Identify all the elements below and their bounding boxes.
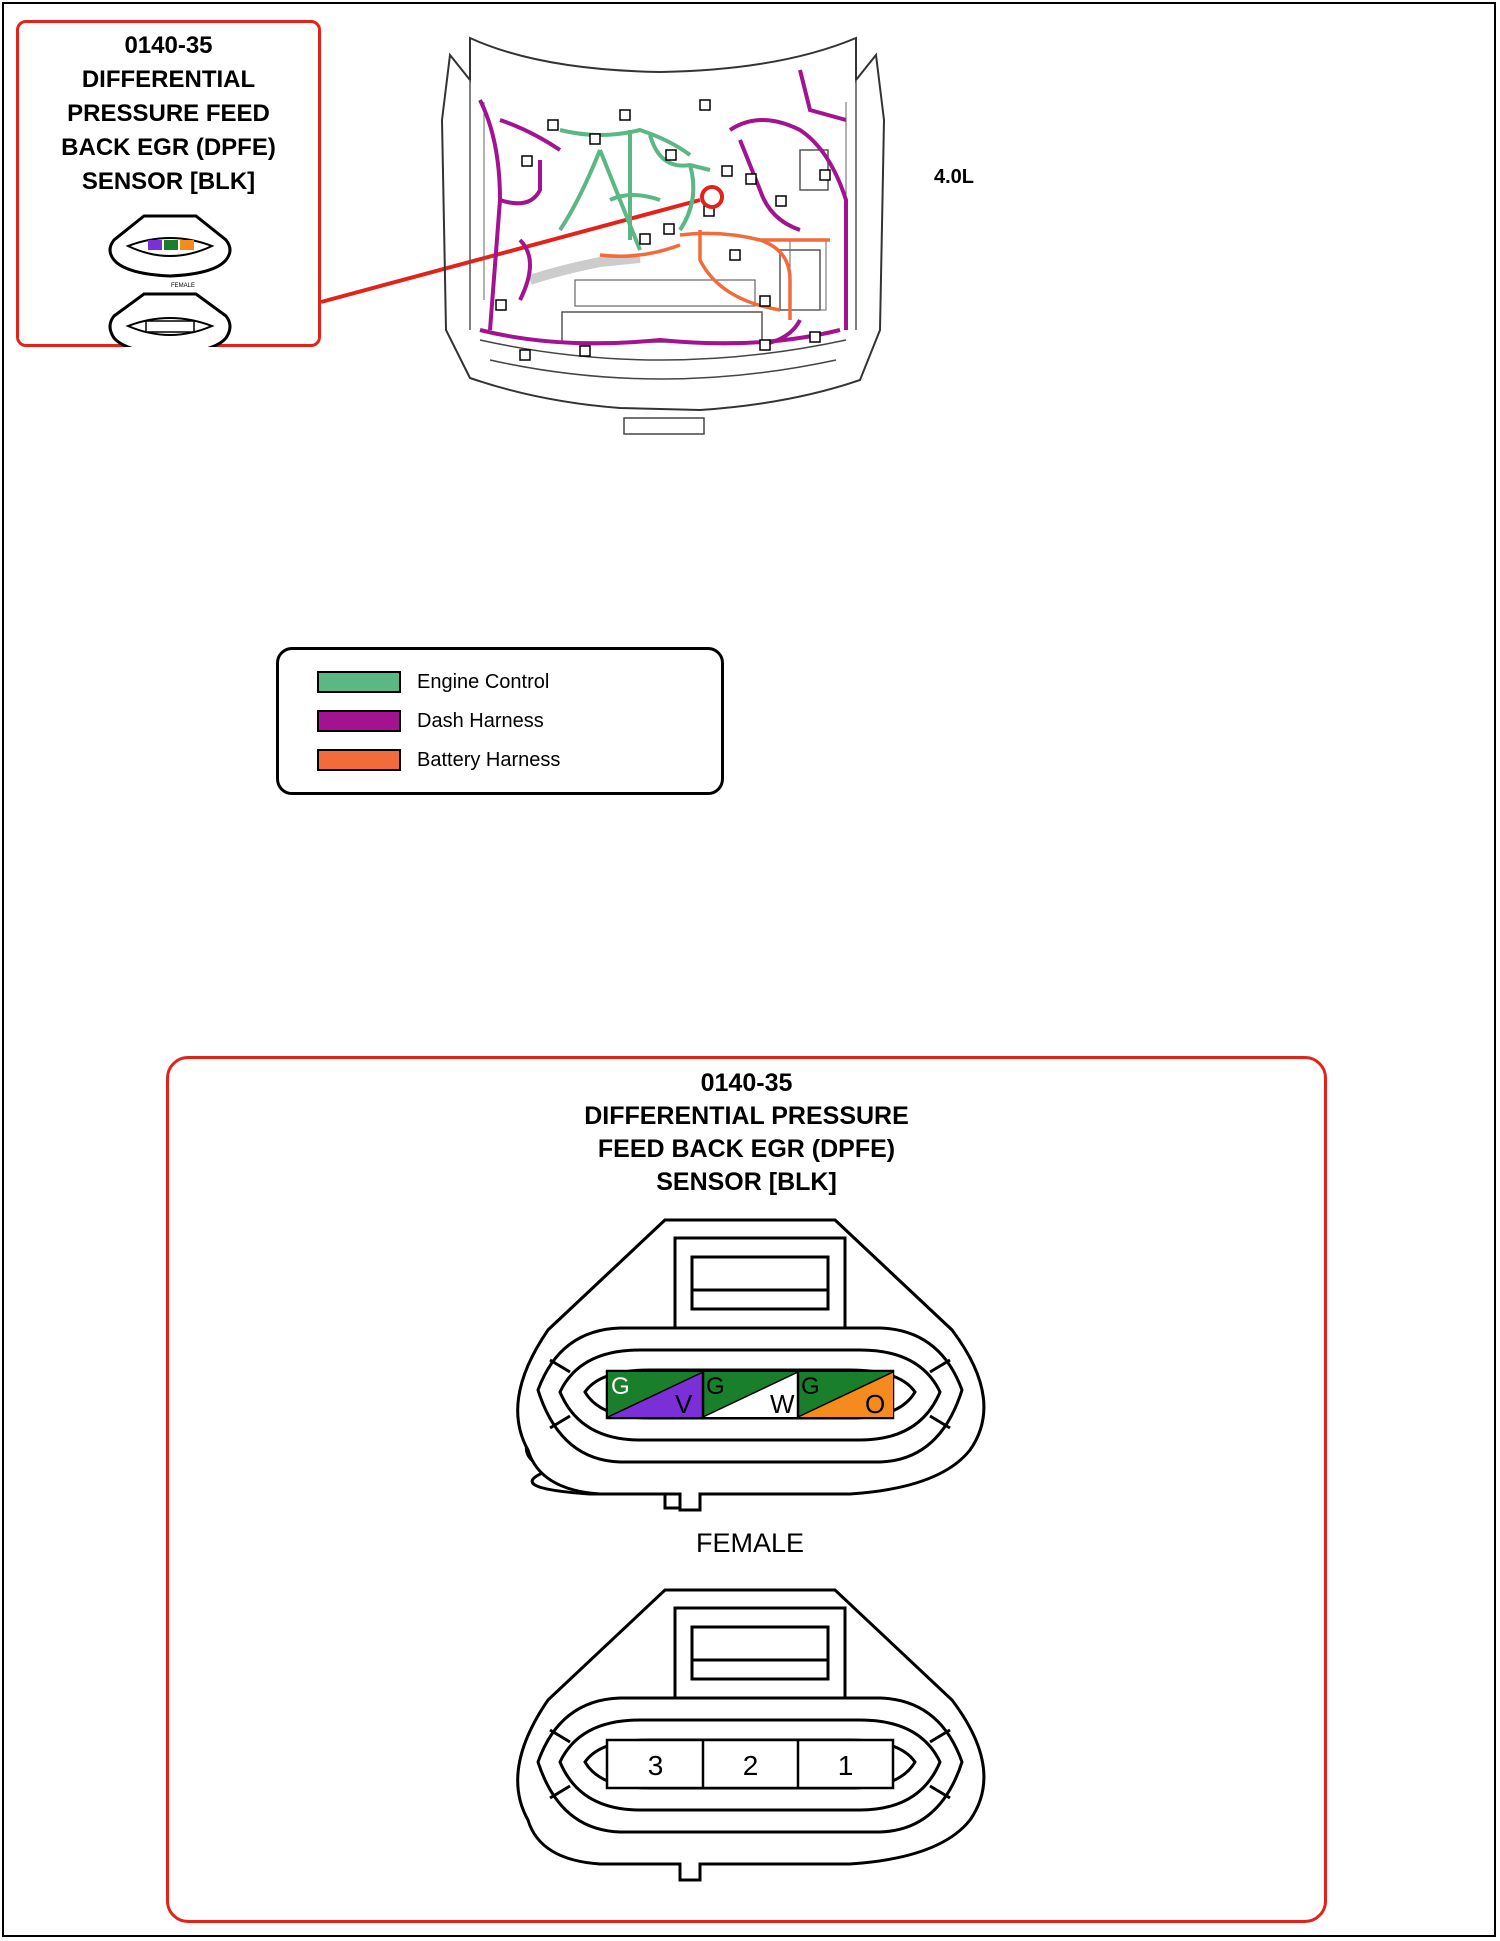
vehicle-outline — [440, 36, 886, 412]
legend-item-battery-harness: Battery Harness — [317, 748, 560, 772]
harness-legend: Engine Control Dash Harness Battery Harn… — [276, 647, 724, 795]
connector-title-line: FEED BACK EGR (DPFE) — [597, 1135, 896, 1163]
thumbnail-female-label: FEMALE — [171, 283, 195, 289]
connector-title-large: 0140-35 DIFFERENTIAL PRESSURE FEED BACK … — [169, 1067, 1324, 1199]
connector-gender-label: FEMALE — [695, 1528, 805, 1558]
connector-title-line: BACK EGR (DPFE) — [61, 134, 276, 161]
connector-thumbnail-colored — [108, 214, 232, 278]
legend-label: Engine Control — [417, 670, 550, 693]
battery-harness — [599, 230, 830, 320]
connector-id: 0140-35 — [124, 32, 213, 59]
connector-title-line: DIFFERENTIAL — [81, 66, 256, 93]
engine-label: 4.0L — [934, 166, 975, 188]
legend-swatch — [317, 710, 401, 732]
legend-label: Battery Harness — [417, 748, 561, 771]
connector-id: 0140-35 — [700, 1069, 793, 1097]
legend-swatch — [317, 671, 401, 693]
engine-control-harness — [558, 127, 711, 251]
connector-thumbnails: FEMALE — [108, 214, 232, 347]
connector-title-line: SENSOR [BLK] — [81, 168, 256, 195]
connector-title-small: 0140-35 DIFFERENTIAL PRESSURE FEED BACK … — [19, 29, 318, 199]
connector-title-line: DIFFERENTIAL PRESSURE — [584, 1102, 909, 1130]
legend-swatch — [317, 749, 401, 771]
connector-title-line: SENSOR [BLK] — [656, 1168, 837, 1196]
connector-thumbnail-pins — [108, 292, 232, 347]
connector-title-line: PRESSURE FEED — [67, 100, 270, 127]
dash-harness — [478, 69, 848, 347]
connector-callout-large: 0140-35 DIFFERENTIAL PRESSURE FEED BACK … — [166, 1056, 1327, 1923]
engine-bay-diagram — [320, 36, 886, 435]
harness-connectors — [495, 99, 831, 361]
legend-item-engine-control: Engine Control — [317, 670, 549, 694]
legend-item-dash-harness: Dash Harness — [317, 709, 544, 733]
sensor-location-marker — [700, 185, 724, 209]
connector-callout-small: 0140-35 DIFFERENTIAL PRESSURE FEED BACK … — [16, 20, 321, 347]
legend-label: Dash Harness — [417, 709, 544, 732]
